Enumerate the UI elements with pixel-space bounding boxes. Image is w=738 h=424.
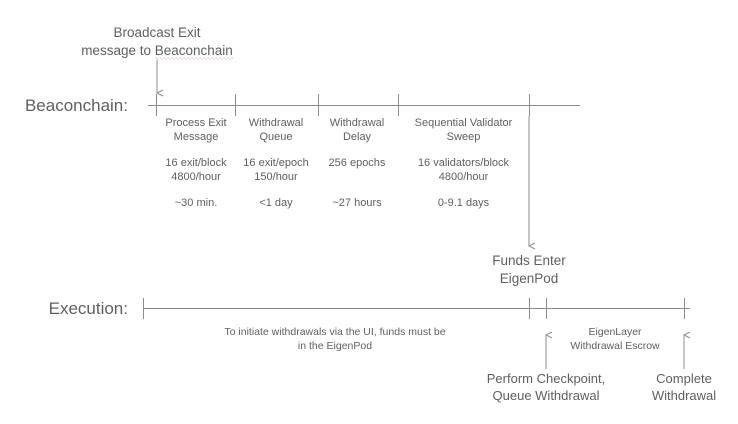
broadcast-exit-caption: Broadcast Exit message to Beaconchain	[77, 6, 237, 61]
beaconchain-tick-2	[318, 94, 319, 116]
beaconchain-spellchecked-word: Beaconchain	[154, 43, 233, 61]
phase-2-title: Withdrawal Delay	[329, 117, 385, 144]
phase-0-duration: ~30 min.	[174, 197, 218, 209]
beaconchain-axis-line	[148, 105, 580, 106]
phase-0-title: Process Exit Message	[165, 117, 227, 144]
execution-tick-complete	[684, 298, 685, 319]
phase-0-rate: 16 exit/block 4800/hour	[165, 157, 227, 184]
eigenlayer-escrow-note: EigenLayer Withdrawal Escrow	[570, 326, 660, 353]
phase-2-duration: ~27 hours	[332, 197, 382, 209]
beaconchain-tick-4	[529, 94, 530, 116]
phase-1-title: Withdrawal Queue	[248, 117, 304, 144]
phase-3-title: Sequential Validator Sweep	[414, 117, 513, 144]
execution-row-label: Execution:	[48, 299, 128, 318]
beaconchain-tick-3	[398, 94, 399, 116]
broadcast-exit-caption-text: Broadcast Exit message to	[81, 25, 201, 59]
execution-ui-note: To initiate withdrawals via the UI, fund…	[224, 326, 446, 353]
beaconchain-row-label: Beaconchain:	[24, 96, 128, 115]
execution-tick-start	[143, 298, 144, 319]
complete-withdrawal-label: Complete Withdrawal	[651, 371, 717, 403]
beaconchain-tick-1	[235, 94, 236, 116]
perform-checkpoint-label: Perform Checkpoint, Queue Withdrawal	[486, 371, 606, 403]
execution-axis-line	[143, 308, 690, 309]
phase-3-rate: 16 validators/block 4800/hour	[417, 157, 510, 184]
phase-1-duration: <1 day	[259, 197, 293, 209]
phase-2-rate: 256 epochs	[328, 157, 386, 169]
phase-1-rate: 16 exit/epoch 150/hour	[243, 157, 309, 184]
execution-tick-checkpoint	[546, 298, 547, 319]
execution-tick-funds-enter	[529, 298, 530, 319]
phase-3-duration: 0-9.1 days	[437, 197, 490, 209]
beaconchain-tick-0	[156, 94, 157, 116]
funds-enter-eigenpod-label: Funds Enter EigenPod	[492, 253, 566, 286]
